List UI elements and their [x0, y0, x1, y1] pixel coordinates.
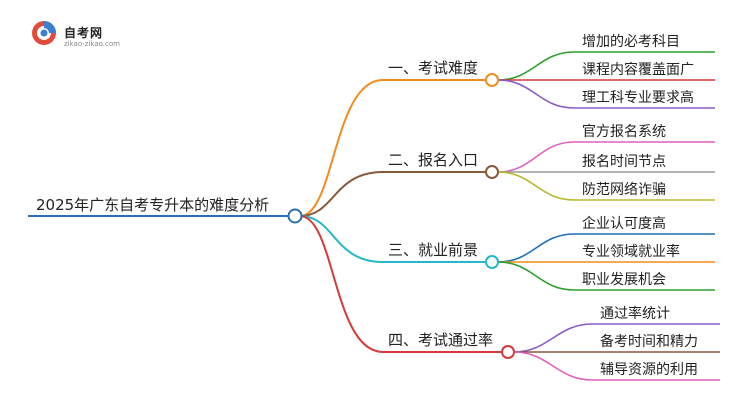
branch-node-3[interactable] [485, 255, 499, 269]
child-label-3-1: 企业认可度高 [582, 215, 666, 232]
branch-label-2: 二、报名入口 [388, 151, 478, 169]
child-label-1-3: 理工科专业要求高 [582, 89, 694, 106]
branch-node-2[interactable] [485, 165, 499, 179]
connector-branch-4-child-3 [513, 351, 593, 381]
child-label-2-2: 报名时间节点 [582, 154, 666, 170]
logo-icon [32, 21, 56, 45]
root-node[interactable] [287, 208, 303, 224]
logo-url: zikao-zikao.com [64, 40, 120, 48]
connector-branch-1-child-3 [497, 79, 575, 109]
root-label: 2025年广东自考专升本的难度分析 [36, 196, 269, 214]
connector-branch-2-child-1 [497, 141, 575, 173]
child-label-2-3: 防范网络诈骗 [582, 181, 666, 198]
logo-title: 自考网 [64, 26, 104, 40]
branch-label-4: 四、考试通过率 [388, 331, 493, 349]
connector-branch-1-child-1 [497, 51, 575, 81]
connector-root-to-branch-1 [299, 79, 384, 217]
child-label-1-1: 增加的必考科目 [582, 34, 680, 50]
connector-root-to-branch-3 [299, 215, 384, 263]
branch-node-4[interactable] [501, 345, 515, 359]
branch-label-1: 一、考试难度 [388, 59, 478, 77]
connector-branch-3-child-1 [497, 233, 575, 263]
connector-root-to-branch-4 [299, 215, 384, 353]
branch-label-3: 三、就业前景 [388, 241, 478, 259]
child-label-3-3: 职业发展机会 [582, 272, 666, 288]
child-label-4-1: 通过率统计 [600, 305, 670, 322]
connector-branch-4-child-1 [513, 323, 593, 353]
connector-branch-2-child-3 [497, 171, 575, 201]
child-label-3-2: 专业领域就业率 [582, 243, 680, 260]
child-label-4-3: 辅导资源的利用 [600, 362, 698, 378]
branch-node-1[interactable] [485, 73, 499, 87]
child-label-4-2: 备考时间和精力 [600, 333, 698, 350]
child-label-2-1: 官方报名系统 [582, 124, 666, 140]
connector-branch-3-child-3 [497, 261, 575, 291]
logo [30, 16, 140, 52]
connector-root-to-branch-2 [299, 171, 384, 217]
child-label-1-2: 课程内容覆盖面广 [582, 61, 694, 78]
